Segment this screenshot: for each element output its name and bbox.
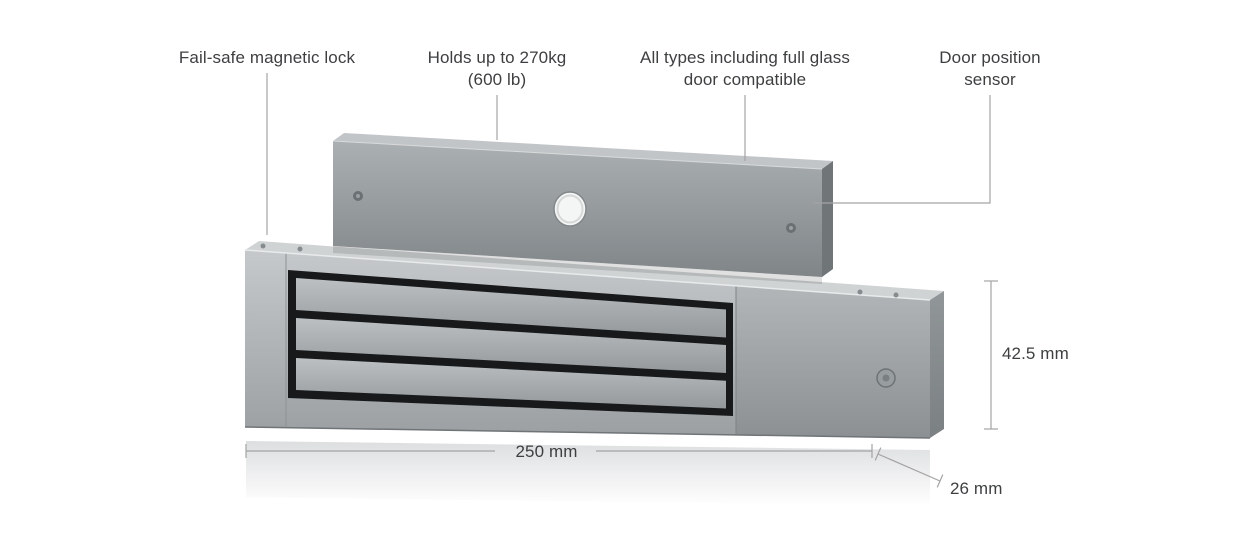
body-bottom-edge — [244, 426, 931, 439]
lock-body-top-face — [245, 241, 944, 300]
reflection — [246, 441, 930, 506]
dimension-height-label: 42.5 mm — [1002, 344, 1069, 363]
armature-plate-top-face — [333, 133, 833, 169]
magnet-strip — [296, 278, 726, 338]
lock-body — [244, 241, 944, 439]
callout-lines — [266, 73, 991, 235]
dimension-lines — [245, 280, 998, 488]
top-face-screw — [260, 243, 266, 249]
dim-line-width — [245, 444, 873, 458]
body-screw-center — [882, 374, 890, 382]
lock-body-right-section — [736, 286, 930, 438]
dim-line-height — [984, 280, 998, 430]
magnet-strip — [296, 358, 726, 409]
top-face-screw — [893, 292, 899, 298]
callout-label-holding-force: Holds up to 270kg (600 lb) — [427, 48, 567, 89]
armature-plate — [332, 133, 833, 284]
body-top-edge-highlight — [244, 249, 931, 301]
plate-hole — [553, 191, 587, 227]
magnet-strip — [296, 318, 726, 373]
dimension-width-label: 250 mm — [515, 442, 578, 461]
plate-screw-right-center — [789, 226, 793, 230]
callout-label-fail-safe: Fail-safe magnetic lock — [178, 48, 356, 67]
callout-line-door-sensor — [813, 95, 991, 204]
plate-hole-inner-shadow — [556, 194, 584, 224]
top-face-screw — [857, 289, 863, 295]
plate-screw-left-center — [356, 194, 360, 198]
top-face-screw — [297, 246, 303, 252]
plate-top-edge-highlight — [332, 140, 823, 170]
armature-plate-right-face — [822, 161, 833, 277]
dim-line-depth — [874, 447, 944, 488]
callout-label-door-compat: All types including full glass door comp… — [640, 48, 850, 89]
lock-body-right-face — [930, 291, 944, 438]
dimension-depth-label: 26 mm — [950, 479, 1003, 498]
plate-shadow — [333, 246, 822, 284]
callout-label-door-sensor: Door position sensor — [939, 48, 1041, 89]
